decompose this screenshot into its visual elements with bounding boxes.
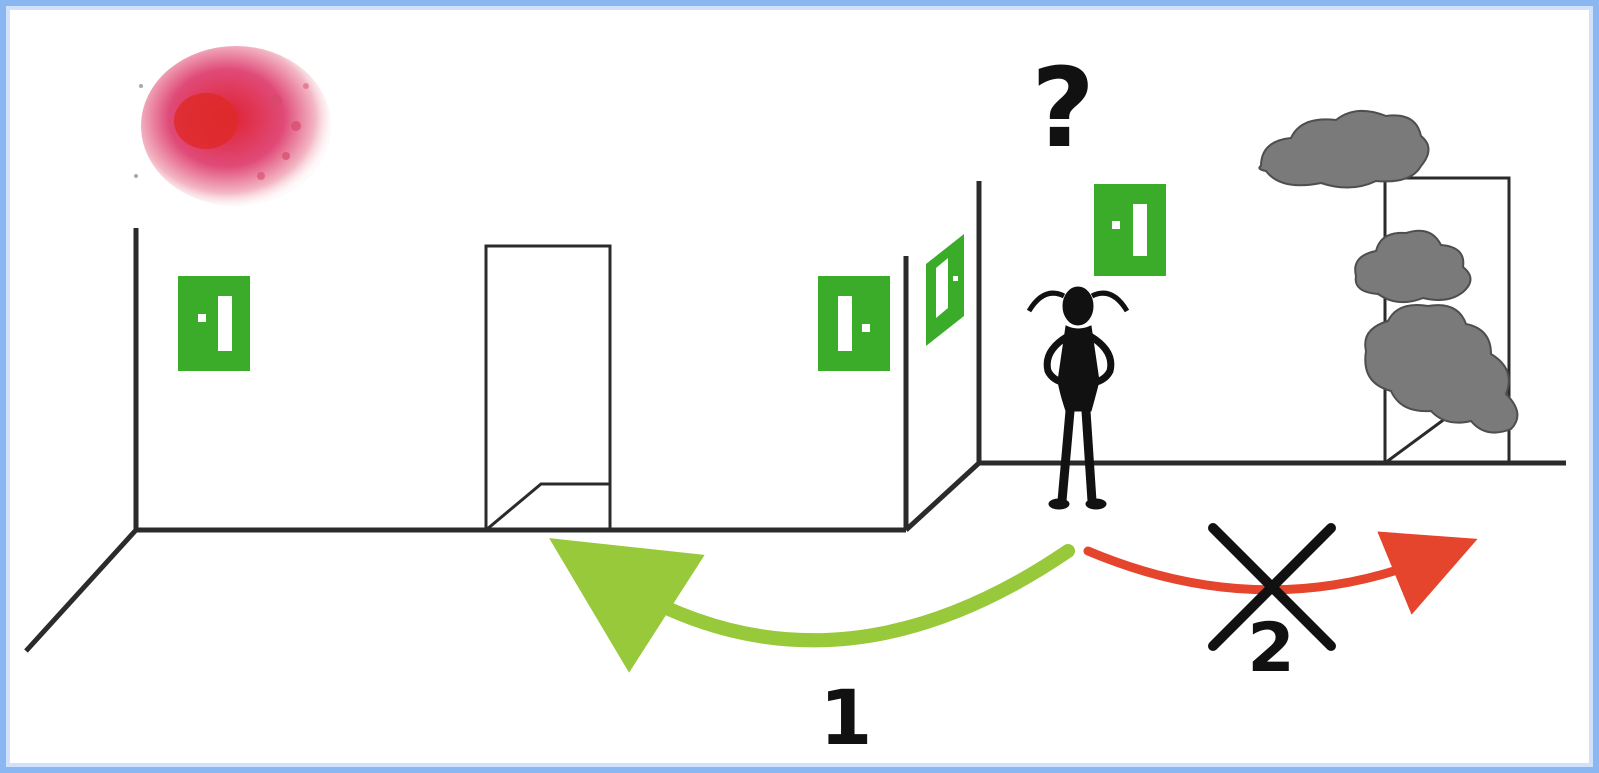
- exit-sign-icon: [818, 276, 890, 371]
- person-icon: [1029, 287, 1127, 509]
- blocked-route-label: 2: [1247, 609, 1294, 688]
- exit-sign-icon: [178, 276, 250, 371]
- evacuation-diagram: ? 1 2: [6, 6, 1593, 767]
- fire-icon: [134, 46, 331, 206]
- door-icon: [486, 246, 610, 530]
- smoke-icon: [1259, 111, 1517, 433]
- exit-sign-icon: [926, 234, 964, 346]
- exit-sign-icon: [1094, 184, 1166, 276]
- allowed-route-arrow: [608, 551, 1068, 640]
- question-mark: ?: [1031, 44, 1095, 172]
- allowed-route-label: 1: [820, 673, 873, 762]
